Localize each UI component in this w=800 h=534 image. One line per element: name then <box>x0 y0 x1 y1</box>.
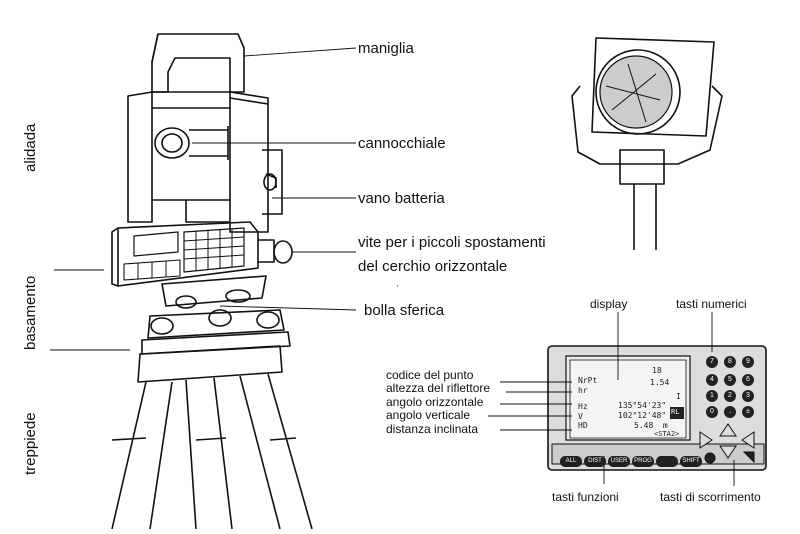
label-maniglia: maniglia <box>358 40 414 57</box>
label-distanza-inclinata: distanza inclinata <box>386 422 479 436</box>
numkey-3[interactable]: 3 <box>746 392 750 399</box>
label-alidada: alidada <box>22 123 39 172</box>
label-treppiede: treppiede <box>22 412 39 475</box>
prism-drawing <box>571 37 723 250</box>
numkey-dot[interactable]: . <box>729 408 731 415</box>
keyboard-drawing <box>111 221 259 287</box>
label-angolo-orizzontale: angolo orizzontale <box>386 395 484 409</box>
lcd-row2-label: hr <box>578 386 588 395</box>
numkey-6[interactable]: 6 <box>746 376 750 383</box>
label-altezza-riflettore: altezza del riflettore <box>386 381 491 395</box>
numeric-keypad <box>706 356 754 418</box>
lcd-status: <STA2> <box>654 430 680 438</box>
lcd-row5-value: 5.48 m <box>634 421 668 430</box>
ce-key-icon <box>704 452 716 464</box>
label-tasti-numerici: tasti numerici <box>676 297 747 311</box>
scroll-left-icon <box>699 431 713 449</box>
lcd-row4-label: V <box>578 412 583 421</box>
lcd-row2-value: 1.54 <box>650 378 670 387</box>
label-basamento: basamento <box>22 275 39 350</box>
lcd-row3-value: 135°54'23" <box>618 401 667 410</box>
lcd-row5-label: HD <box>578 421 588 430</box>
numkey-4[interactable]: 4 <box>710 376 714 383</box>
lcd-row3-label: Hz <box>578 402 588 411</box>
fkey-6[interactable]: SHIFT <box>682 458 700 464</box>
numkey-1[interactable]: 1 <box>710 392 714 399</box>
label-vano-batteria: vano batteria <box>358 190 445 207</box>
small-mark: ' <box>397 284 399 293</box>
numkey-5[interactable]: 5 <box>728 376 732 383</box>
fkey-2[interactable]: DIST <box>588 458 602 464</box>
numkey-8[interactable]: 8 <box>728 358 732 365</box>
numkey-sign[interactable]: ± <box>746 408 750 415</box>
numkey-0[interactable]: 0 <box>710 408 714 415</box>
label-bolla-sferica: bolla sferica <box>364 302 445 319</box>
label-tasti-funzioni: tasti funzioni <box>552 490 619 504</box>
label-codice-punto: codice del punto <box>386 368 474 382</box>
tribrach-drawing <box>141 275 291 355</box>
scroll-down-icon <box>719 445 737 459</box>
lcd-row1-label: NrPt <box>578 376 598 385</box>
fkey-4[interactable]: PROG <box>634 458 652 464</box>
enter-key-icon <box>742 451 755 464</box>
function-keys <box>560 456 702 467</box>
label-vite-line1: vite per i piccoli spostamenti <box>358 234 546 251</box>
lcd-row1-value: 18 <box>652 366 662 375</box>
numkey-2[interactable]: 2 <box>728 392 732 399</box>
scroll-keys <box>699 423 755 464</box>
lcd-mode-badge: RL <box>671 408 680 416</box>
numkey-7[interactable]: 7 <box>710 358 714 365</box>
alidade-body-drawing <box>127 91 283 233</box>
leader-lines <box>50 47 735 486</box>
handle-drawing <box>151 33 245 93</box>
label-display: display <box>590 297 628 311</box>
fkey-1[interactable]: ALL <box>565 458 577 464</box>
label-vite-line2: del cerchio orizzontale <box>358 258 508 275</box>
rl-badge-bg <box>670 407 684 419</box>
scroll-up-icon <box>719 423 737 437</box>
lcd-row4-value: 102°12'48" <box>618 411 667 420</box>
lcd-side-mark: I <box>676 392 681 401</box>
fkey-3[interactable]: USER <box>610 458 628 464</box>
tripod-drawing <box>111 345 313 530</box>
label-cannocchiale: cannocchiale <box>358 135 446 152</box>
numkey-9[interactable]: 9 <box>746 358 750 365</box>
label-angolo-verticale: angolo verticale <box>386 408 471 422</box>
scroll-right-icon <box>741 431 755 449</box>
label-tasti-scorrimento: tasti di scorrimento <box>660 490 761 504</box>
